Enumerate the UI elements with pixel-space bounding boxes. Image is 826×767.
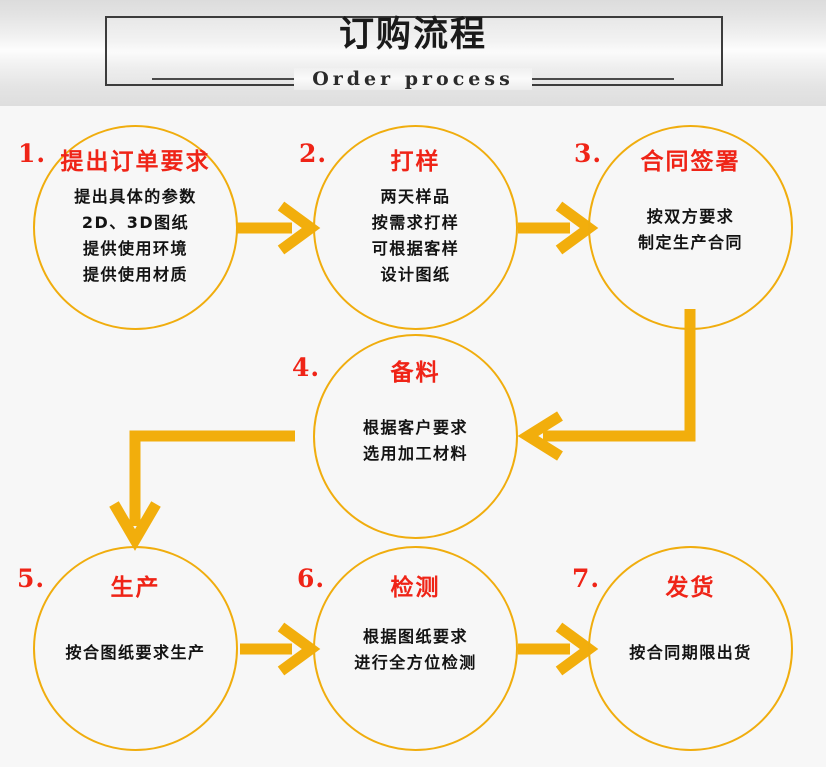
node-line: 根据图纸要求: [362, 627, 468, 647]
flow-node-7[interactable]: 7. 发货 按合同期限出货: [572, 546, 793, 751]
node-title: 生产: [110, 575, 161, 601]
flow-node-1[interactable]: 1. 提出订单要求 提出具体的参数 2D、3D图纸 提供使用环境 提供使用材质: [18, 125, 238, 330]
node-circle: [313, 125, 518, 330]
node-spacer: [313, 610, 518, 624]
arrow-4-to-5-icon: [109, 430, 295, 551]
node-circle: [588, 546, 793, 751]
header-banner: 订购流程 Order process: [0, 0, 826, 106]
node-circle: [588, 125, 793, 330]
node-line: 提供使用环境: [82, 239, 188, 259]
node-content: 生产 按合图纸要求生产: [33, 575, 238, 666]
header-subtitle-row: Order process: [0, 66, 826, 92]
node-line: 按合同期限出货: [629, 643, 752, 663]
node-title: 合同签署: [640, 149, 741, 175]
node-line: 设计图纸: [380, 265, 451, 285]
node-content: 备料 根据客户要求 选用加工材料: [313, 360, 518, 467]
node-circle: [313, 546, 518, 751]
node-line: 按需求打样: [371, 213, 460, 233]
node-content: 打样 两天样品 按需求打样 可根据客样 设计图纸: [313, 149, 518, 288]
node-number: 5.: [17, 564, 46, 593]
node-line: 两天样品: [380, 187, 451, 207]
node-line: 制定生产合同: [637, 233, 743, 253]
node-spacer: [588, 610, 793, 640]
node-number: 4.: [292, 353, 321, 382]
node-number: 2.: [299, 139, 328, 168]
node-circle: [313, 334, 518, 539]
node-line: 2D、3D图纸: [81, 213, 190, 233]
node-line: 按双方要求: [646, 207, 735, 227]
node-circle: [33, 546, 238, 751]
node-line: 提出具体的参数: [74, 187, 197, 207]
node-line: 选用加工材料: [362, 444, 468, 464]
node-title: 检测: [390, 575, 441, 601]
node-title: 打样: [390, 149, 441, 175]
arrow-6-to-7-icon: [518, 622, 599, 676]
arrow-2-to-3-icon: [518, 201, 599, 255]
subtitle-rule-right: [531, 78, 674, 80]
node-content: 提出订单要求 提出具体的参数 2D、3D图纸 提供使用环境 提供使用材质: [33, 149, 238, 288]
node-line: 进行全方位检测: [354, 653, 477, 673]
node-number: 3.: [574, 139, 603, 168]
node-content: 合同签署 按双方要求 制定生产合同: [588, 149, 793, 256]
node-number: 1.: [18, 139, 47, 168]
node-content: 发货 按合同期限出货: [588, 575, 793, 666]
arrow-1-to-2-icon: [237, 201, 321, 255]
node-line: 可根据客样: [371, 239, 460, 259]
connector-layer: [109, 201, 696, 676]
node-title: 提出订单要求: [60, 149, 211, 175]
arrow-5-to-6-icon: [240, 622, 321, 676]
flow-node-5[interactable]: 5. 生产 按合图纸要求生产: [17, 546, 238, 751]
order-process-flowchart: 1. 提出订单要求 提出具体的参数 2D、3D图纸 提供使用环境 提供使用材质 …: [0, 106, 826, 767]
flow-node-6[interactable]: 6. 检测 根据图纸要求 进行全方位检测: [297, 546, 518, 751]
arrow-3-to-4-icon: [517, 309, 696, 461]
node-circle: [33, 125, 238, 330]
node-spacer: [588, 184, 793, 204]
flow-node-4[interactable]: 4. 备料 根据客户要求 选用加工材料: [292, 334, 518, 539]
flow-node-2[interactable]: 2. 打样 两天样品 按需求打样 可根据客样 设计图纸: [299, 125, 518, 330]
node-spacer: [33, 610, 238, 640]
node-title: 备料: [390, 360, 441, 386]
node-number: 6.: [297, 564, 326, 593]
node-number: 7.: [572, 564, 601, 593]
node-content: 检测 根据图纸要求 进行全方位检测: [313, 575, 518, 676]
subtitle-rule-left: [152, 78, 295, 80]
page-title: 订购流程: [338, 15, 487, 55]
node-spacer: [313, 395, 518, 415]
flow-node-3[interactable]: 3. 合同签署 按双方要求 制定生产合同: [574, 125, 793, 330]
node-line: 根据客户要求: [362, 418, 468, 438]
page-subtitle: Order process: [294, 68, 532, 90]
node-title: 发货: [665, 575, 716, 601]
node-line: 按合图纸要求生产: [65, 643, 206, 663]
node-line: 提供使用材质: [82, 265, 188, 285]
